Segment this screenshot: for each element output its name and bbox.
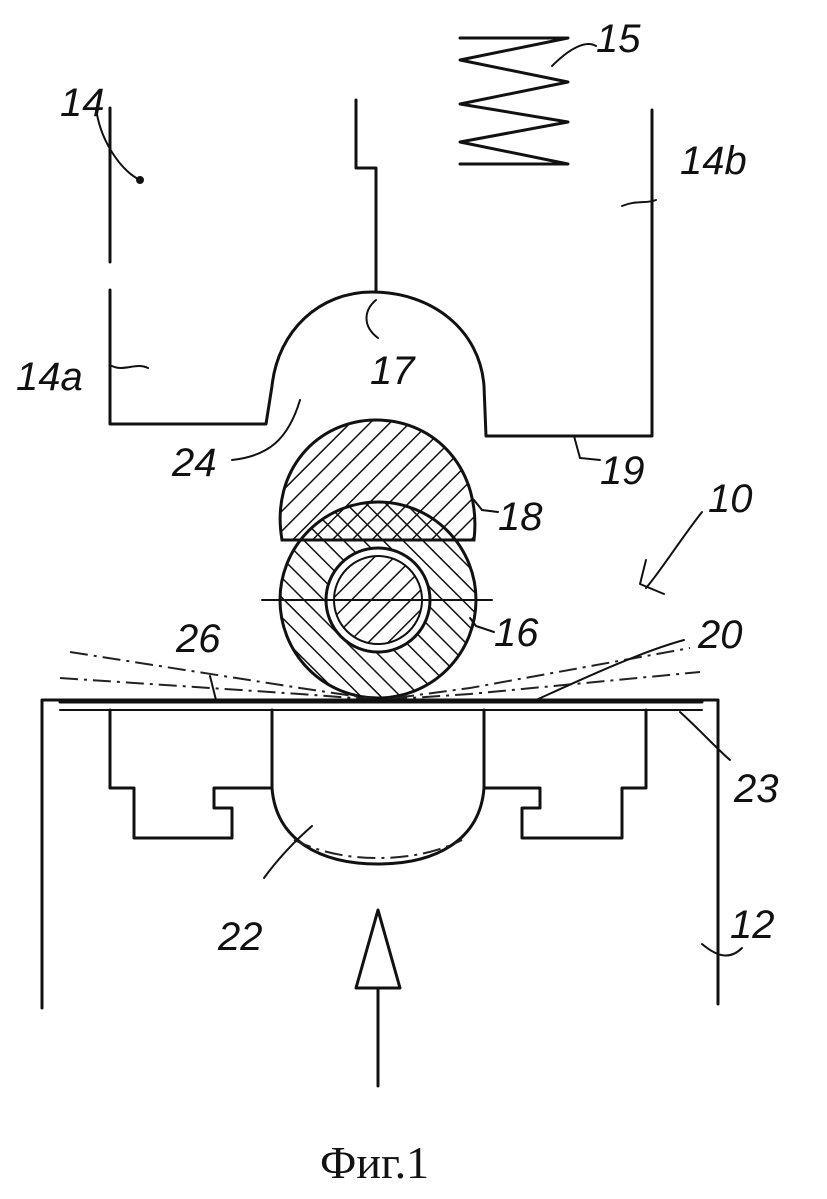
- label-18: 18: [498, 495, 543, 539]
- label-26: 26: [175, 617, 221, 661]
- frame-12: [42, 700, 718, 1008]
- label-14b: 14b: [680, 139, 747, 183]
- label-23: 23: [733, 767, 779, 811]
- label-15: 15: [596, 17, 641, 61]
- label-14a: 14a: [16, 355, 83, 399]
- label-14: 14: [60, 81, 105, 125]
- label-20: 20: [697, 613, 743, 657]
- label-17: 17: [370, 349, 416, 393]
- label-22: 22: [217, 915, 263, 959]
- figure-caption: Фиг.1: [320, 1137, 429, 1188]
- label-24: 24: [171, 441, 217, 485]
- label-16: 16: [494, 611, 539, 655]
- force-arrow: [356, 910, 400, 1086]
- label-19: 19: [600, 449, 645, 493]
- label-12: 12: [730, 903, 775, 947]
- support-20: [110, 710, 646, 864]
- label-10: 10: [708, 477, 753, 521]
- spring-15: [460, 38, 568, 164]
